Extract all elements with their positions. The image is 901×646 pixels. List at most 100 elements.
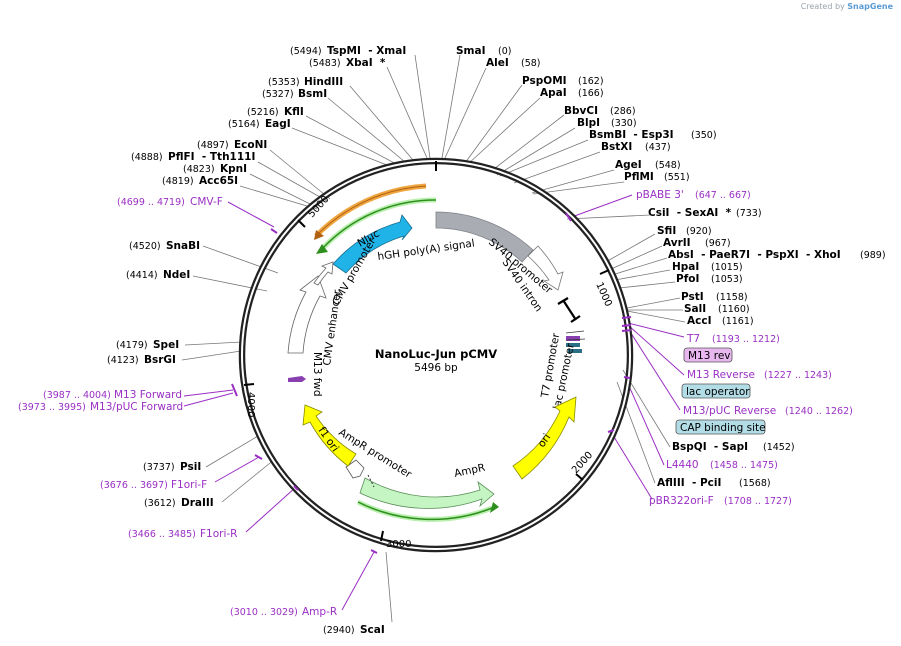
- enzyme-name: PfoI: [676, 273, 699, 285]
- enzyme-name: PflMI: [624, 171, 654, 183]
- enzyme-pos: (1158): [716, 292, 748, 303]
- primer-name: pBR322ori-F: [649, 495, 714, 507]
- lac-small-arrows: [565, 330, 586, 341]
- enzyme-pos: (0): [498, 46, 511, 57]
- enzyme-name: AccI: [687, 315, 711, 327]
- enzyme-pos: (2940): [323, 625, 355, 636]
- enzyme-pos: (5216): [247, 107, 279, 118]
- enzyme-pos: (5483): [309, 58, 341, 69]
- enzyme-pos: (5164): [228, 119, 260, 130]
- enzyme-name: SmaI: [456, 45, 486, 57]
- primer-range: (4699 .. 4719): [117, 197, 185, 208]
- ampr-promoter-feature: [345, 459, 365, 479]
- enzyme-name: SnaBI: [166, 240, 200, 252]
- enzyme-name: SfiI: [657, 225, 676, 237]
- enzyme-name: SalI: [684, 303, 706, 315]
- green-arrow-head-top: [316, 244, 328, 254]
- primer-name: CMV-F: [190, 196, 223, 208]
- enzyme-name: CsiI - SexAI *: [648, 207, 732, 219]
- primer-name: M13 Reverse: [687, 369, 755, 381]
- enzyme-name: Acc65I: [199, 175, 238, 187]
- enzyme-name: BstXI: [601, 141, 632, 153]
- enzyme-pos: (166): [578, 88, 604, 99]
- enzyme-name: HindIII: [304, 76, 343, 88]
- primer-range: (1227 .. 1243): [764, 370, 832, 381]
- enzyme-name: PflFI - Tth111I: [168, 151, 255, 163]
- plasmid-size: 5496 bp: [414, 362, 458, 374]
- primer-range: (1193 .. 1212): [712, 334, 780, 345]
- primer-name: L4440: [666, 459, 699, 471]
- enzyme-pos: (5353): [268, 77, 300, 88]
- enzyme-pos: (3612): [144, 498, 176, 509]
- enzyme-pos: (286): [610, 106, 636, 117]
- m13-rev-label: M13 rev: [688, 350, 731, 362]
- enzyme-name: EcoNI: [234, 139, 267, 151]
- primer-range: (3676 .. 3697): [100, 480, 168, 491]
- plasmid-name: NanoLuc-Jun pCMV: [375, 347, 497, 361]
- enzyme-name: AleI: [486, 57, 509, 69]
- primer-range: (3466 .. 3485): [128, 529, 196, 540]
- lac-operator-box: [566, 343, 580, 347]
- cap-binding-label: CAP binding site: [680, 422, 766, 434]
- polyA-site-marker: [557, 297, 581, 323]
- enzyme-pos: (3737): [143, 462, 175, 473]
- enzyme-pos: (5494): [290, 46, 322, 57]
- green-arrow-head-bottom: [490, 502, 499, 513]
- primer-range: (3987 .. 4004): [43, 390, 111, 401]
- snapgene-logo-text: SnapGene: [847, 2, 893, 11]
- primer-range: (3973 .. 3995): [18, 402, 86, 413]
- enzyme-name: EagI: [265, 118, 291, 130]
- enzyme-pos: (1452): [763, 442, 795, 453]
- enzyme-name: ScaI: [360, 624, 385, 636]
- enzyme-name: XbaI *: [346, 57, 386, 69]
- enzyme-pos: (551): [664, 172, 690, 183]
- tick-3000: 3000: [386, 539, 411, 550]
- sv40-promoter-feature: [435, 211, 534, 263]
- lac-operator-label: lac operator: [686, 386, 750, 398]
- enzyme-name: BsmBI - Esp3I: [589, 129, 674, 141]
- cmv-enhancer-feature: [287, 275, 327, 354]
- enzyme-pos: (350): [691, 130, 717, 141]
- enzyme-pos: (4888): [131, 152, 163, 163]
- enzyme-name: NdeI: [163, 269, 190, 281]
- orange-arrow-head: [314, 230, 324, 240]
- enzyme-name: KflI: [284, 106, 304, 118]
- tick-1000: 1000: [593, 281, 613, 309]
- enzyme-pos: (1160): [718, 304, 750, 315]
- f1-ori-feature: [302, 404, 357, 467]
- tick-4000: 4000: [245, 392, 256, 417]
- enzyme-name: PspOMI: [522, 75, 567, 87]
- polya-label: hGH poly(A) signal: [377, 237, 476, 263]
- boxed-labels: M13 rev lac operator CAP binding site: [675, 347, 766, 435]
- enzyme-labels: (5494) TspMI - XmaI (5483) XbaI * SmaI (…: [107, 45, 886, 636]
- cap-site-box: [568, 349, 582, 353]
- m13-fwd-label: M13 fwd: [311, 352, 323, 397]
- enzyme-pos: (4414): [126, 270, 158, 281]
- enzyme-name: ApaI: [540, 87, 567, 99]
- t7-promoter-box: [566, 336, 580, 341]
- enzyme-pos: (967): [705, 238, 731, 249]
- primer-labels: pBABE 3' (647 .. 667) (4699 .. 4719) CMV…: [18, 189, 853, 618]
- backbone-ticks: [243, 161, 610, 542]
- enzyme-pos: (920): [686, 226, 712, 237]
- primer-name: M13/pUC Reverse: [683, 405, 776, 417]
- enzyme-name: HpaI: [672, 261, 699, 273]
- primer-name: pBABE 3': [636, 189, 684, 201]
- enzyme-name: AbsI - PaeR7I - PspXI - XhoI: [668, 249, 841, 261]
- enzyme-name: BlpI: [577, 117, 600, 129]
- enzyme-name: AgeI: [615, 159, 642, 171]
- primer-name: M13 Forward: [114, 389, 182, 401]
- m13-rev-box: [683, 347, 733, 363]
- primer-connectors: [183, 194, 685, 611]
- primer-name: T7: [686, 333, 700, 345]
- primer-name: F1ori-F: [171, 479, 207, 491]
- enzyme-name: SpeI: [153, 339, 179, 351]
- primer-range: (3010 .. 3029): [230, 607, 298, 618]
- enzyme-pos: (1053): [711, 274, 743, 285]
- enzyme-pos: (4520): [129, 241, 161, 252]
- credit-prefix: Created by: [800, 2, 845, 11]
- primer-range: (647 .. 667): [695, 190, 751, 201]
- snapgene-credit: Created by SnapGene: [801, 2, 893, 11]
- cmv-promoter-feature: [313, 261, 334, 286]
